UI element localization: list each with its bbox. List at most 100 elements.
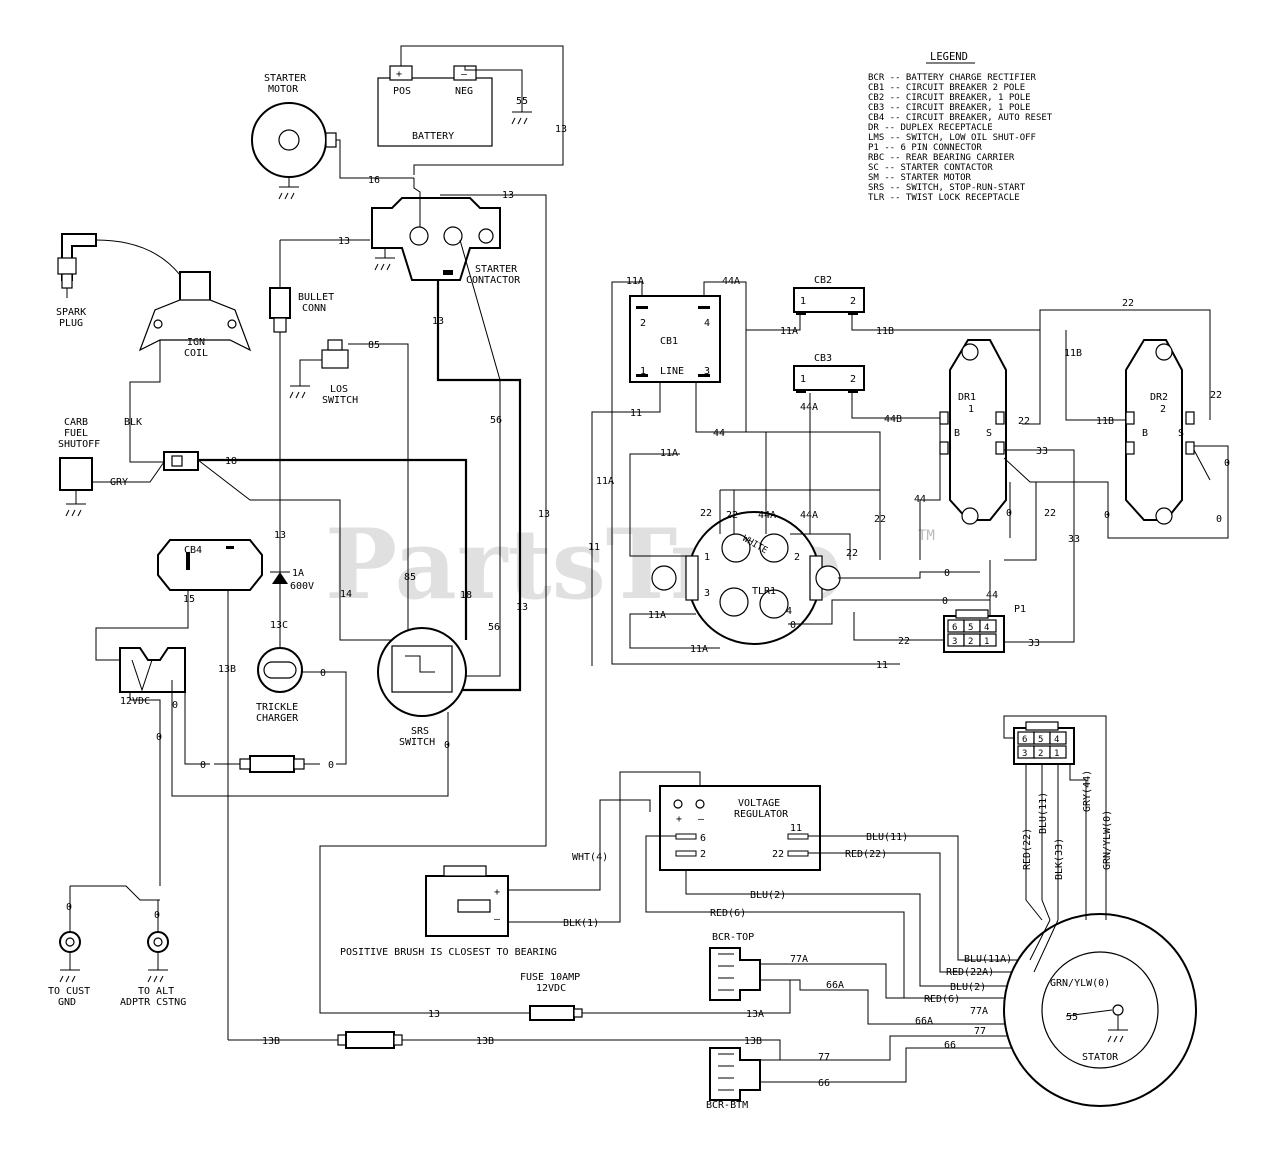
svg-text:13: 13 <box>502 190 514 201</box>
svg-text:11A: 11A <box>626 276 644 287</box>
cb2-label: CB2 <box>814 275 832 286</box>
svg-text:44: 44 <box>986 590 998 601</box>
svg-text:1: 1 <box>800 374 806 385</box>
svg-text:S: S <box>1178 428 1184 439</box>
svg-text:11A: 11A <box>780 326 798 337</box>
svg-text:4: 4 <box>1054 735 1059 745</box>
battery-label: BATTERY <box>412 131 454 142</box>
bcr-bottom: BCR-BTM <box>706 1047 761 1111</box>
legend-entry: CB2 -- CIRCUIT BREAKER, 1 POLE <box>868 93 1031 103</box>
svg-text:13: 13 <box>338 236 350 247</box>
svg-text:2: 2 <box>1038 749 1043 759</box>
legend-entry: SC -- STARTER CONTACTOR <box>868 163 993 173</box>
svg-text:15: 15 <box>183 594 195 605</box>
legend-entry: P1 -- 6 PIN CONNECTOR <box>868 143 982 153</box>
svg-text:22: 22 <box>726 510 738 521</box>
wire-blk33v: BLK(33) <box>1054 838 1065 880</box>
battery-neg-label: NEG <box>455 86 473 97</box>
svg-text:13B: 13B <box>262 1036 280 1047</box>
svg-text:0: 0 <box>1104 510 1110 521</box>
svg-text:11A: 11A <box>690 644 708 655</box>
svg-text:66: 66 <box>944 1040 956 1051</box>
legend-entry: TLR -- TWIST LOCK RECEPTACLE <box>868 193 1020 203</box>
svg-text:11: 11 <box>588 542 600 553</box>
svg-text:11B: 11B <box>1064 348 1082 359</box>
svg-text:44A: 44A <box>800 402 818 413</box>
svg-text:18: 18 <box>460 590 472 601</box>
wire-blu2-stator: BLU(2) <box>950 982 986 993</box>
svg-text:13: 13 <box>432 316 444 327</box>
brush-note: POSITIVE BRUSH IS CLOSEST TO BEARING <box>340 947 557 958</box>
svg-text:11B: 11B <box>1096 416 1114 427</box>
legend-entry: RBC -- REAR BEARING CARRIER <box>868 153 1015 163</box>
tlr1-label: TLR1 <box>752 586 776 597</box>
svg-text:–: – <box>494 914 501 925</box>
wire-red22a: RED(22A) <box>946 967 994 978</box>
svg-text:11: 11 <box>630 408 642 419</box>
wire-blk1: BLK(1) <box>563 918 599 929</box>
cb3-label: CB3 <box>814 353 832 364</box>
legend-entry: BCR -- BATTERY CHARGE RECTIFIER <box>868 73 1037 83</box>
svg-text:6: 6 <box>1022 735 1027 745</box>
cb3: CB3 1 2 <box>793 353 865 393</box>
svg-text:+: + <box>396 69 402 80</box>
battery: + – POS NEG BATTERY <box>377 65 493 147</box>
stator-label: STATOR <box>1082 1052 1119 1063</box>
cb4: CB4 <box>157 539 263 591</box>
svg-text:55: 55 <box>1066 1012 1078 1023</box>
legend-title: LEGEND <box>930 51 968 63</box>
svg-text:77A: 77A <box>790 954 808 965</box>
svg-text:11A: 11A <box>648 610 666 621</box>
svg-text:22: 22 <box>1122 298 1134 309</box>
svg-text:22: 22 <box>700 508 712 519</box>
svg-text:0: 0 <box>320 668 326 679</box>
svg-text:22: 22 <box>874 514 886 525</box>
watermark-tm: TM <box>918 528 935 544</box>
svg-text:22: 22 <box>1210 390 1222 401</box>
svg-text:3: 3 <box>704 588 710 599</box>
svg-text:11A: 11A <box>596 476 614 487</box>
svg-text:11: 11 <box>876 660 888 671</box>
svg-text:13A: 13A <box>746 1009 764 1020</box>
svg-text:0: 0 <box>66 902 72 913</box>
svg-text:3: 3 <box>704 366 710 377</box>
wire-red6-stator: RED(6) <box>924 994 960 1005</box>
svg-text:85: 85 <box>404 572 416 583</box>
svg-text:0: 0 <box>790 620 796 631</box>
stator-grn-label: GRN/YLW(0) <box>1050 978 1110 989</box>
svg-text:13: 13 <box>555 124 567 135</box>
stator: 55 GRN/YLW(0) STATOR <box>1003 913 1197 1107</box>
svg-text:2: 2 <box>640 318 646 329</box>
legend-entry: CB4 -- CIRCUIT BREAKER, AUTO RESET <box>868 113 1053 123</box>
svg-text:+: + <box>494 887 500 898</box>
svg-text:44A: 44A <box>722 276 740 287</box>
wire-red6: RED(6) <box>710 908 746 919</box>
svg-text:1: 1 <box>800 296 806 307</box>
svg-text:0: 0 <box>1216 514 1222 525</box>
cb1-label: CB1 <box>660 336 678 347</box>
svg-text:2: 2 <box>700 849 706 860</box>
wire-red22v: RED(22) <box>1022 828 1033 870</box>
cb4-label: CB4 <box>184 545 202 556</box>
wire-wht4: WHT(4) <box>572 852 608 863</box>
svg-text:4: 4 <box>704 318 710 329</box>
